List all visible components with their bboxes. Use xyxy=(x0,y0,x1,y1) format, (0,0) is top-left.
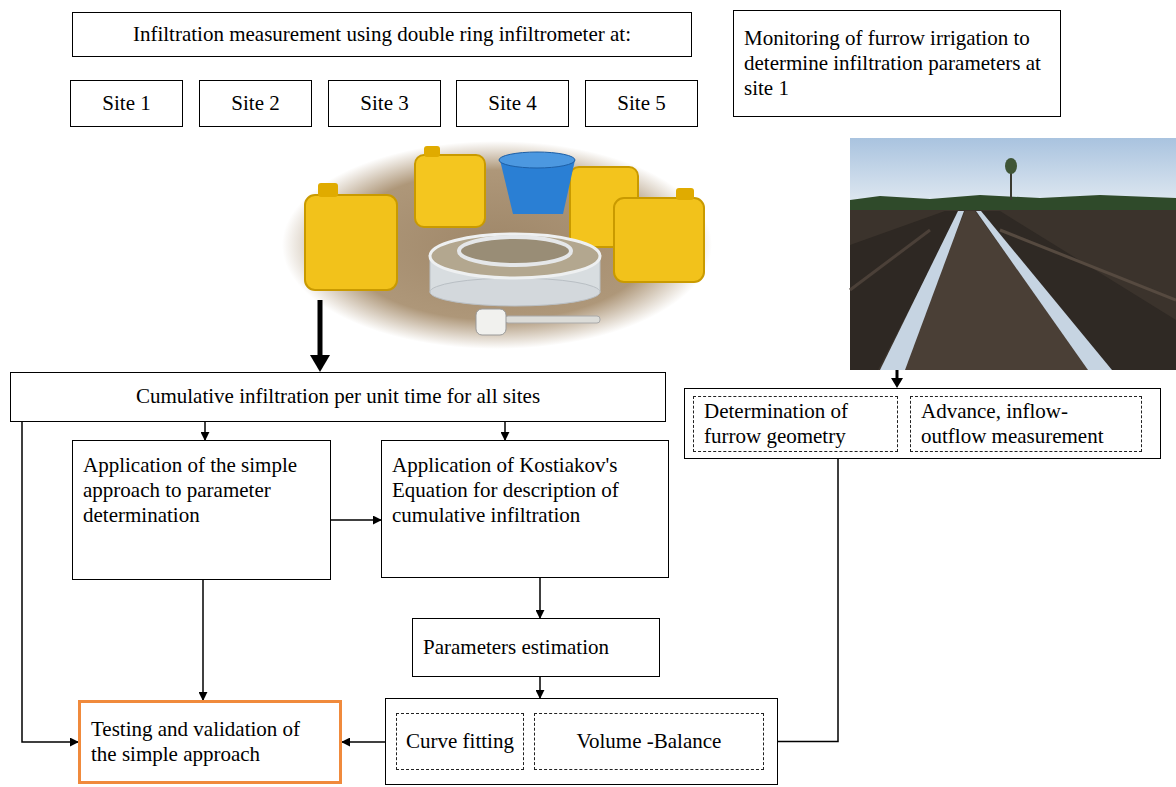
node-label: Monitoring of furrow irrigation to deter… xyxy=(744,26,1050,102)
flow-arrow xyxy=(539,578,541,618)
node-label: Advance, inflow-outflow measurement xyxy=(921,399,1131,449)
node-label: Site 1 xyxy=(81,91,172,116)
node-label: Infiltration measurement using double ri… xyxy=(83,22,681,47)
group-box: Determination of furrow geometry Advance,… xyxy=(684,388,1161,459)
flow-arrow xyxy=(342,741,385,743)
process-box: Monitoring of furrow irrigation to deter… xyxy=(733,10,1061,117)
task-box: Advance, inflow-outflow measurement xyxy=(910,396,1142,452)
process-box: Parameters estimation xyxy=(412,618,660,677)
process-box: Application of Kostiakov's Equation for … xyxy=(381,440,669,578)
flow-arrow xyxy=(204,422,206,440)
node-label: Site 2 xyxy=(210,91,301,116)
flow-arrow xyxy=(539,677,541,698)
node-label: Testing and validation of the simple app… xyxy=(91,717,329,767)
node-label: Parameters estimation xyxy=(423,635,649,660)
site-box: Site 2 xyxy=(199,80,312,127)
furrow-photo xyxy=(850,138,1176,388)
task-box: Determination of furrow geometry xyxy=(693,396,898,452)
site-box: Site 1 xyxy=(70,80,183,127)
flow-arrow xyxy=(202,580,204,700)
node-label: Site 4 xyxy=(467,91,558,116)
method-box: Volume -Balance xyxy=(534,713,764,770)
infiltrometer-photo xyxy=(282,141,712,372)
process-box: Cumulative infiltration per unit time fo… xyxy=(10,372,666,422)
flow-arrow xyxy=(331,519,381,521)
node-label: Volume -Balance xyxy=(540,729,758,754)
flow-arrow xyxy=(22,422,78,742)
site-box: Site 4 xyxy=(456,80,569,127)
node-label: Application of Kostiakov's Equation for … xyxy=(392,453,658,529)
node-label: Site 3 xyxy=(339,91,430,116)
process-box: Infiltration measurement using double ri… xyxy=(72,12,692,57)
process-box: Application of the simple approach to pa… xyxy=(72,440,331,580)
group-box: Curve fitting Volume -Balance xyxy=(385,698,778,785)
node-label: Cumulative infiltration per unit time fo… xyxy=(21,384,655,409)
node-label: Determination of furrow geometry xyxy=(704,399,887,449)
node-label: Application of the simple approach to pa… xyxy=(83,453,320,529)
method-box: Curve fitting xyxy=(396,713,524,770)
node-label: Site 5 xyxy=(596,91,687,116)
flow-arrow xyxy=(504,422,506,440)
site-box: Site 3 xyxy=(328,80,441,127)
node-label: Curve fitting xyxy=(402,729,518,754)
result-box: Testing and validation of the simple app… xyxy=(78,700,342,784)
site-box: Site 5 xyxy=(585,80,698,127)
